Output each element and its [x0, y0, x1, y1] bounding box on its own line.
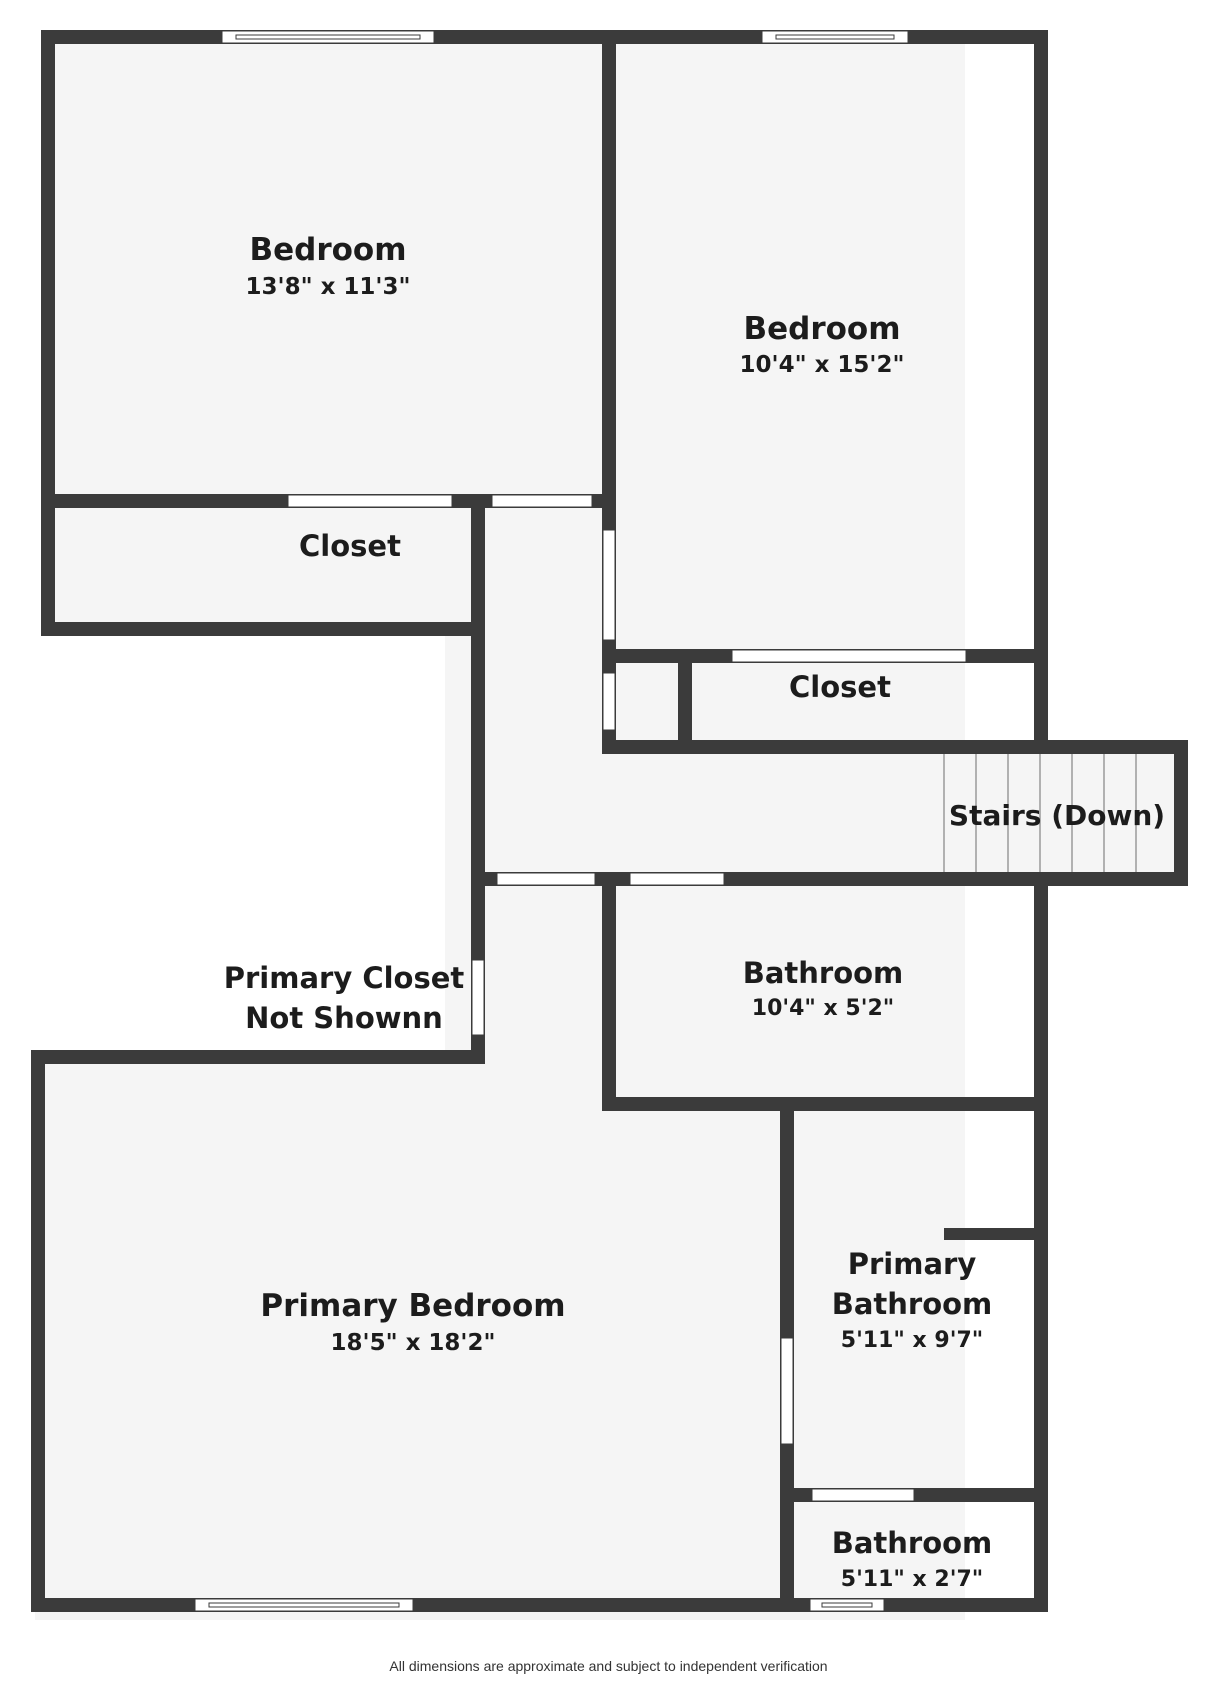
bedroom-2-dims: 10'4" x 15'2": [740, 352, 905, 378]
bathroom-2-name: Bathroom: [832, 1526, 993, 1560]
disclaimer-text: All dimensions are approximate and subje…: [389, 1658, 828, 1674]
bathroom-1-dims: 10'4" x 5'2": [752, 996, 894, 1021]
primary-closet-name-2: Not Shownn: [245, 1001, 443, 1035]
bedroom-1-dims: 13'8" x 11'3": [246, 274, 411, 300]
closet-1-name: Closet: [299, 529, 401, 563]
primary-bedroom-name: Primary Bedroom: [260, 1288, 565, 1324]
primary-bathroom-name-1: Primary: [848, 1247, 977, 1281]
primary-bathroom-dims: 5'11" x 9'7": [841, 1328, 983, 1353]
room-labels: Bedroom 13'8" x 11'3" Bedroom 10'4" x 15…: [224, 232, 1165, 1592]
stairs-name: Stairs (Down): [949, 799, 1165, 832]
bathroom-2-dims: 5'11" x 2'7": [841, 1567, 983, 1592]
primary-bedroom-dims: 18'5" x 18'2": [331, 1330, 496, 1356]
floor-areas: [35, 36, 1185, 1620]
primary-bathroom-name-2: Bathroom: [832, 1287, 993, 1321]
stairs-treads: [943, 754, 1137, 872]
primary-closet-name-1: Primary Closet: [224, 961, 465, 995]
bathroom-1-name: Bathroom: [743, 956, 904, 990]
openings: [194, 30, 967, 1612]
bedroom-1-name: Bedroom: [249, 232, 406, 268]
bedroom-2-name: Bedroom: [743, 311, 900, 347]
closet-2-name: Closet: [789, 670, 891, 704]
